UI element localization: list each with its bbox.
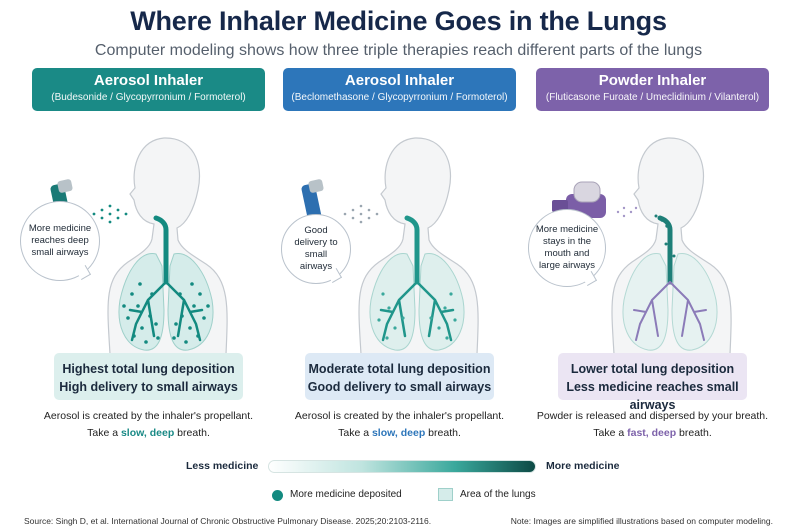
panel-drugs: (Budesonide / Glycopyrronium / Formotero… [51, 92, 246, 103]
note-emphasis: fast, deep [627, 427, 677, 439]
note-line-1: Powder is released and dispersed by your… [536, 410, 769, 422]
deposition-dots [654, 214, 676, 276]
panel-title: Aerosol Inhaler [344, 72, 455, 89]
infographic-subtitle: Computer modeling shows how three triple… [94, 42, 703, 59]
note-post: breath. [174, 427, 210, 439]
footnote: Note: Images are simplified illustration… [510, 516, 773, 526]
summary-line-1: Moderate total lung deposition [308, 362, 491, 376]
usage-note: Aerosol is created by the inhaler's prop… [273, 408, 526, 442]
panel-fluticasone-powder: Powder Inhaler (Fluticasone Furoate / Um… [528, 68, 769, 451]
note-pre: Take a [87, 427, 121, 439]
lung-illustration [50, 137, 228, 354]
usage-note: Powder is released and dispersed by your… [526, 408, 779, 442]
lung-illustration [552, 137, 732, 354]
scale-low-label: Less medicine [186, 460, 259, 472]
legend-dot-icon [272, 490, 283, 501]
summary-line-1: Highest total lung deposition [62, 362, 235, 376]
summary-line-2: Good delivery to small airways [307, 380, 492, 394]
note-emphasis: slow, deep [120, 427, 175, 439]
summary-line-2: Less medicine reaches small airways [566, 380, 739, 412]
summary-line-2: High delivery to small airways [59, 380, 238, 394]
note-emphasis: slow, deep [371, 427, 426, 439]
note-pre: Take a [338, 427, 372, 439]
infographic-title: Where Inhaler Medicine Goes in the Lungs [130, 6, 667, 36]
panel-drugs: (Beclomethasone / Glycopyrronium / Formo… [291, 92, 508, 103]
powder-spray [616, 206, 638, 218]
note-pre: Take a [593, 427, 628, 439]
panel-header: Aerosol Inhaler (Budesonide / Glycopyrro… [32, 68, 265, 111]
panel-title: Aerosol Inhaler [93, 72, 204, 89]
callout-bubble: More medicine stays in the mouth and lar… [528, 209, 606, 287]
deposition-dots [122, 282, 210, 344]
panel-budesonide-aerosol: Aerosol Inhaler (Budesonide / Glycopyrro… [20, 68, 265, 451]
aerosol-spray [92, 204, 128, 224]
scale-high-label: More medicine [546, 460, 620, 472]
note-post: breath. [425, 427, 461, 439]
summary-box: Lower total lung deposition Less medicin… [558, 353, 747, 412]
callout-bubble: More medicine reaches deep small airways [20, 201, 100, 281]
summary-line-1: Lower total lung deposition [570, 362, 735, 376]
airway-tree [128, 215, 204, 342]
panel-drugs: (Fluticasone Furoate / Umeclidinium / Vi… [545, 92, 760, 103]
source-citation: Source: Singh D, et al. International Jo… [24, 516, 432, 526]
summary-box: Moderate total lung deposition Good deli… [305, 353, 494, 400]
deposition-dots [377, 292, 457, 340]
summary-box: Highest total lung deposition High deliv… [54, 353, 243, 400]
panel-header: Powder Inhaler (Fluticasone Furoate / Um… [536, 68, 769, 111]
legend-area-label: Area of the lungs [460, 489, 536, 500]
lung-illustration [301, 137, 479, 354]
panel-title: Powder Inhaler [598, 72, 707, 89]
note-line-1: Aerosol is created by the inhaler's prop… [294, 410, 505, 422]
panel-beclomethasone-aerosol: Aerosol Inhaler (Beclomethasone / Glycop… [281, 68, 516, 451]
legend-area-swatch [438, 488, 453, 501]
callout-bubble: Good delivery to small airways [281, 214, 351, 284]
usage-note: Aerosol is created by the inhaler's prop… [22, 408, 275, 442]
medicine-gradient-scale [268, 460, 536, 473]
panel-header: Aerosol Inhaler (Beclomethasone / Glycop… [283, 68, 516, 111]
note-line-1: Aerosol is created by the inhaler's prop… [43, 410, 254, 422]
aerosol-spray [343, 204, 379, 224]
note-post: breath. [676, 427, 712, 439]
legend-deposited-label: More medicine deposited [290, 489, 402, 500]
